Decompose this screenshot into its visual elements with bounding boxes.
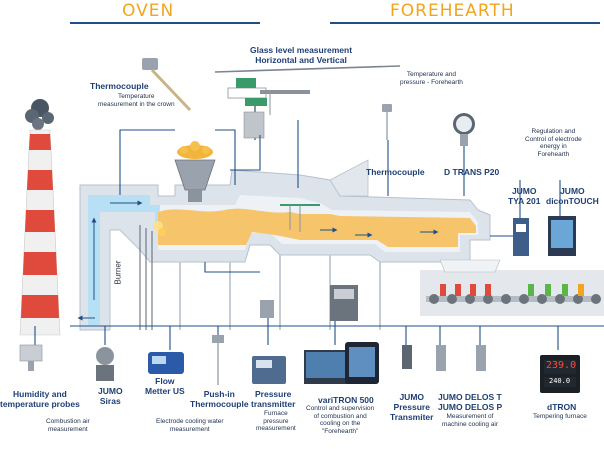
humidity-probe-icon: [19, 344, 43, 371]
dtron-label: dTRON: [547, 402, 577, 412]
header-oven-line: [70, 22, 260, 24]
glass-level-gauge-icon: [214, 65, 401, 232]
jumo-pressure-transmitter-icon: [402, 345, 412, 369]
delos-t-label: JUMO DELOS T: [438, 392, 502, 402]
signal-lines: [34, 120, 604, 350]
thermocouple-crown-title: Thermocouple: [90, 81, 149, 91]
thermocouple-forehearth-icon: [382, 104, 392, 140]
header-oven: OVEN: [122, 1, 175, 21]
dicontouch-device-icon: [548, 216, 576, 256]
tya201-device-icon: [513, 218, 529, 256]
furnace-structure: [77, 141, 491, 331]
pushin-thermocouple-icon: [212, 335, 224, 385]
dtron-controller-icon: [540, 355, 580, 393]
header-forehearth-line: [330, 22, 600, 24]
thermocouple-forehearth-label: Thermocouple: [366, 167, 425, 177]
varitron-system-icon: [304, 285, 379, 384]
siras-transmitter-icon: [96, 347, 114, 381]
forming-machine-icon: [420, 259, 604, 316]
delos-sensor-icon: [436, 345, 486, 371]
burner-label: Burner: [113, 260, 123, 285]
delos-p-label: JUMO DELOS P: [438, 402, 503, 412]
flowmeter-icon: [148, 352, 184, 374]
tempering-label: Tempering furnace: [533, 413, 587, 420]
dtrans-p20-label: D TRANS P20: [444, 167, 500, 177]
pressure-gauge-icon: [453, 113, 475, 146]
dtron-display-setpoint: 240.0: [549, 377, 571, 385]
thermocouple-crown-icon: [142, 58, 192, 112]
smoke-icon: [25, 99, 54, 130]
chimney-icon: [19, 129, 61, 336]
header-forehearth: FOREHEARTH: [390, 1, 515, 21]
dtron-display-value: 239.0: [546, 360, 577, 371]
varitron-label: variTRON 500: [318, 395, 374, 405]
pressure-transmitter-box-icon: [252, 300, 286, 384]
